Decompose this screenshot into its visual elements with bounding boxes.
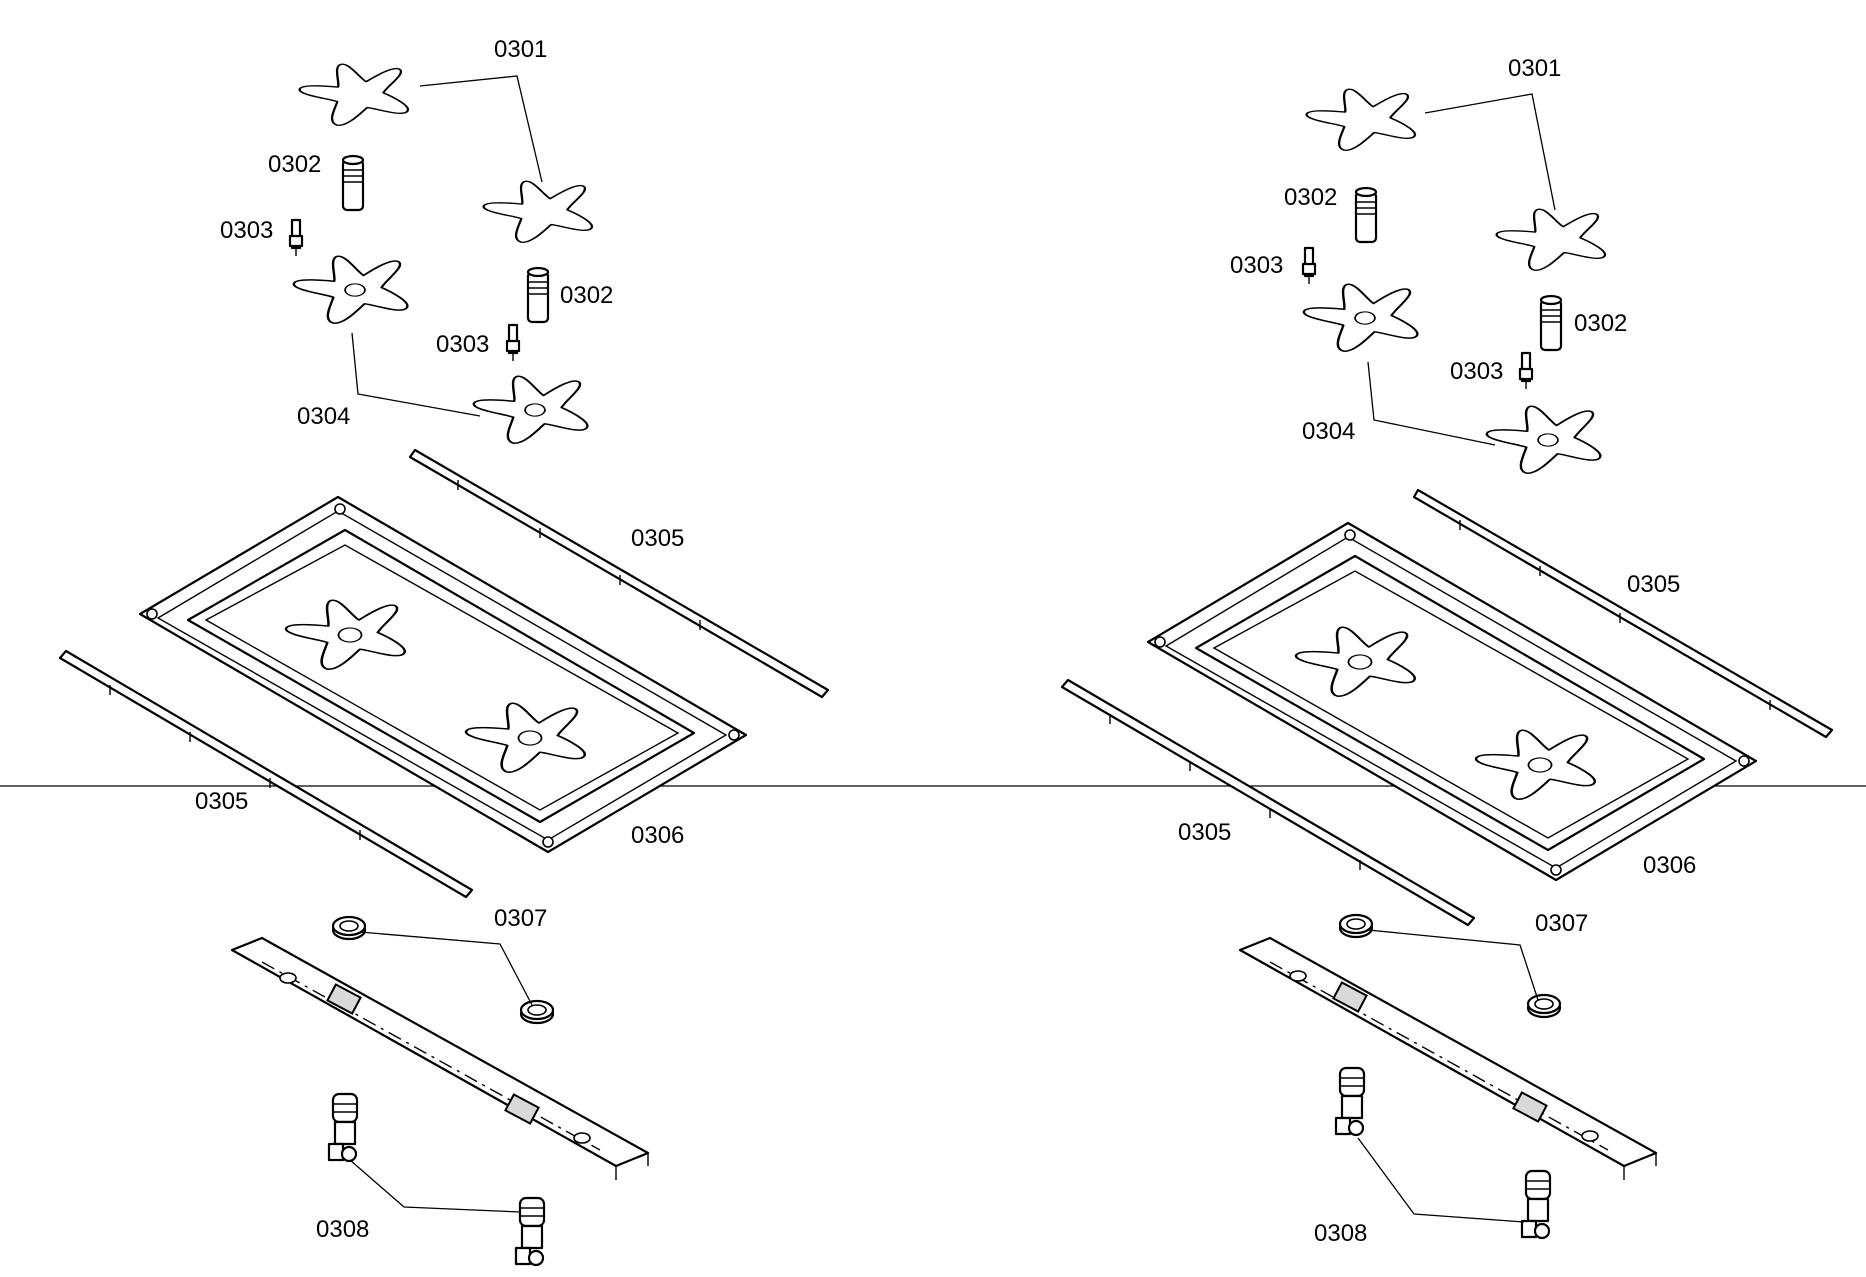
leader-0301-left	[419, 75, 543, 183]
callout-0302-right-2: 0302	[1574, 310, 1627, 337]
clip-right-1	[1338, 913, 1374, 939]
callout-0306-right: 0306	[1643, 852, 1696, 879]
nozzle-holder-right-1	[1354, 186, 1378, 244]
callout-0307-right: 0307	[1535, 910, 1588, 937]
callout-0303-left-1: 0303	[220, 217, 273, 244]
thermocouple-left-2	[505, 323, 521, 363]
left-assembly: 0301 0302 0303 0302 0303 0304 0305 0305 …	[58, 36, 830, 1267]
burner-tray-left	[138, 495, 748, 854]
thermocouple-right-1	[1301, 246, 1317, 286]
gas-valve-right-2	[1520, 1169, 1552, 1240]
leader-0307-right	[1367, 929, 1539, 1001]
nozzle-holder-left-2	[526, 266, 550, 324]
callout-0305-left-front: 0305	[195, 788, 248, 815]
bracket-rail-left	[230, 936, 650, 1180]
callout-0305-left-back: 0305	[631, 525, 684, 552]
burner-cap-right-2	[1486, 198, 1621, 276]
gas-valve-left-2	[514, 1196, 546, 1267]
burner-head-right-1	[1293, 272, 1434, 357]
callout-0301-right: 0301	[1508, 55, 1561, 82]
side-strip-left-front	[58, 649, 474, 899]
burner-cap-left-1	[289, 53, 424, 131]
callout-0308-left: 0308	[316, 1216, 369, 1243]
right-assembly: 0301 0302 0303 0302 0303 0304 0305 0305 …	[1060, 55, 1834, 1247]
burner-head-left-1	[283, 244, 424, 329]
side-strip-right-front	[1060, 678, 1476, 927]
gas-valve-right-1	[1334, 1066, 1366, 1137]
burner-tray-right	[1146, 521, 1758, 882]
nozzle-holder-left-1	[341, 154, 365, 212]
leader-0308-left	[349, 1159, 521, 1213]
gas-valve-left-1	[327, 1092, 359, 1163]
clip-right-2	[1526, 993, 1562, 1019]
callout-0302-left-2: 0302	[560, 282, 613, 309]
leader-0301-right	[1424, 93, 1556, 211]
thermocouple-left-1	[288, 218, 304, 258]
callout-0306-left: 0306	[631, 822, 684, 849]
callout-0305-right-back: 0305	[1627, 571, 1680, 598]
callout-0303-left-2: 0303	[436, 331, 489, 358]
side-strip-left-back	[408, 448, 830, 699]
callout-0303-right-1: 0303	[1230, 252, 1283, 279]
callout-0305-right-front: 0305	[1178, 819, 1231, 846]
burner-cap-left-2	[473, 170, 608, 248]
burner-head-left-2	[463, 364, 604, 449]
callout-0304-left: 0304	[297, 403, 350, 430]
clip-left-1	[331, 915, 367, 941]
callout-0301-left: 0301	[494, 36, 547, 63]
burner-head-right-2	[1476, 394, 1617, 479]
leader-0308-right	[1357, 1137, 1525, 1223]
clip-left-2	[519, 999, 555, 1025]
side-strip-right-back	[1412, 488, 1834, 739]
callout-0302-left-1: 0302	[268, 151, 321, 178]
thermocouple-right-2	[1518, 351, 1534, 391]
leader-0307-left	[359, 931, 533, 1006]
callout-0308-right: 0308	[1314, 1220, 1367, 1247]
leader-0304-left	[351, 332, 481, 417]
callout-0307-left: 0307	[494, 905, 547, 932]
nozzle-holder-right-2	[1539, 294, 1563, 352]
leader-0304-right	[1367, 361, 1496, 446]
callout-0304-right: 0304	[1302, 418, 1355, 445]
callout-0303-right-2: 0303	[1450, 358, 1503, 385]
callout-0302-right-1: 0302	[1284, 184, 1337, 211]
burner-cap-right-1	[1296, 78, 1431, 156]
bracket-rail-right	[1238, 936, 1658, 1180]
